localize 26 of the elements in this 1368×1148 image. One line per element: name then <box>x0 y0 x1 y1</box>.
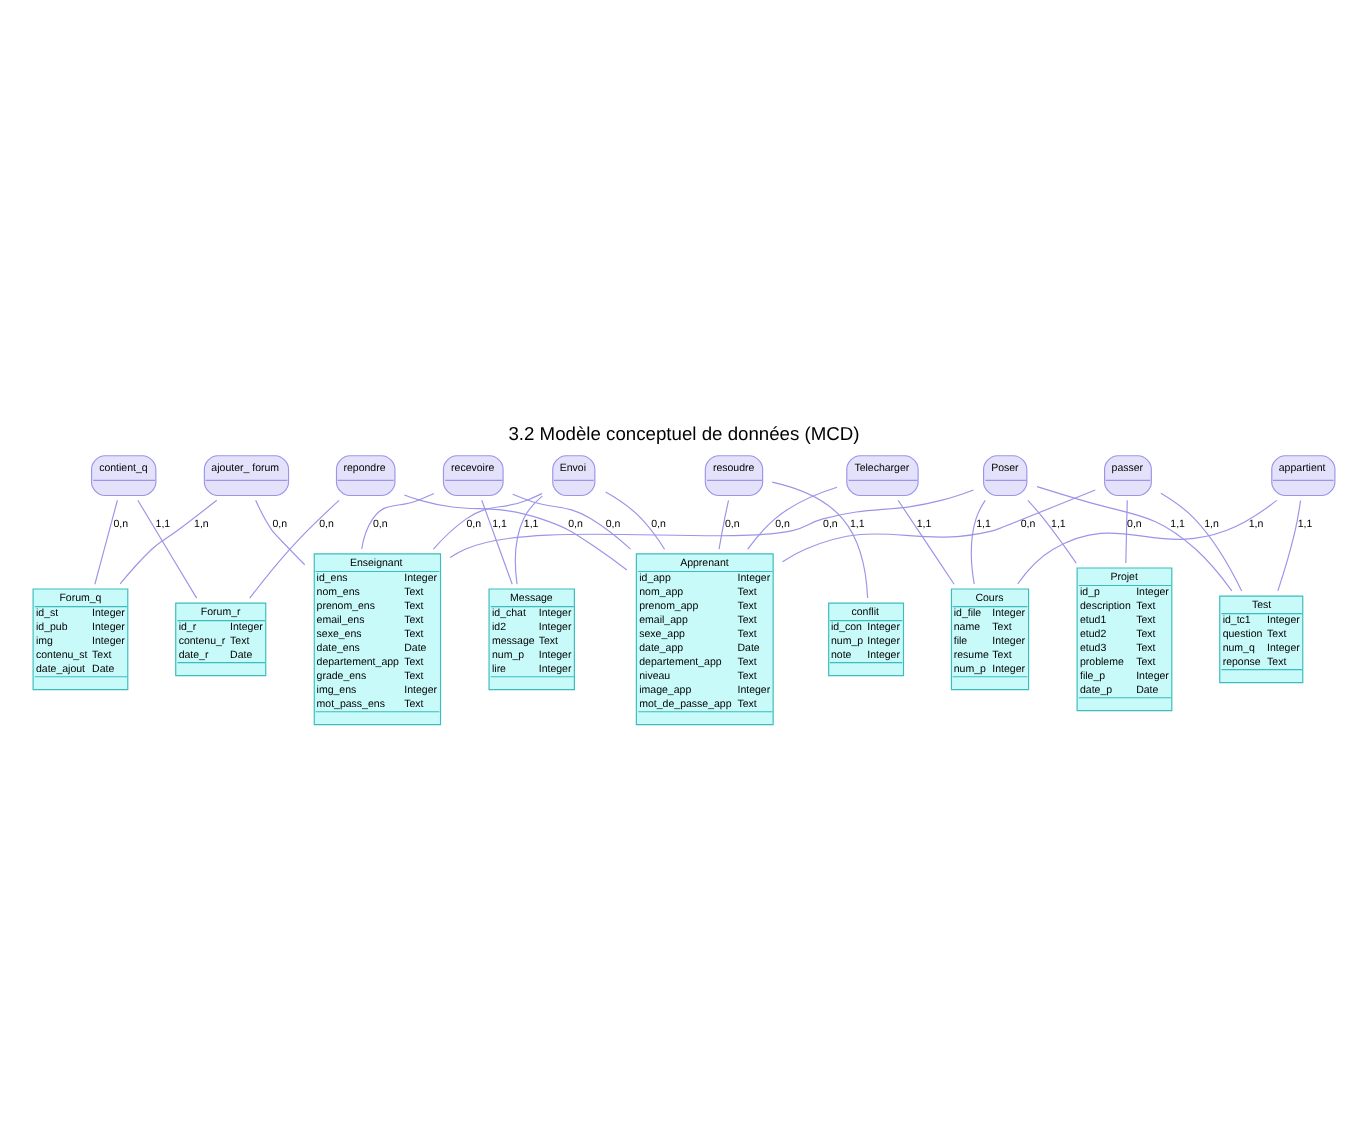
connector <box>514 494 543 584</box>
connector <box>747 485 838 549</box>
connector <box>361 492 435 549</box>
connector <box>94 498 118 584</box>
diagram-title: 3.2 Modèle conceptuel de données (MCD) <box>508 423 860 444</box>
connector <box>1036 485 1233 591</box>
connector <box>403 493 628 570</box>
connector <box>432 492 543 549</box>
connector <box>718 498 730 549</box>
connector <box>781 488 1096 562</box>
connector <box>481 498 513 584</box>
connector <box>1017 498 1278 584</box>
connector <box>970 498 986 584</box>
connector <box>512 492 632 549</box>
connector <box>449 488 975 558</box>
connector <box>249 498 340 598</box>
connector <box>1160 491 1243 591</box>
connector <box>771 480 869 598</box>
connector <box>1125 498 1128 563</box>
connector <box>119 498 218 584</box>
connector <box>137 498 198 598</box>
connector <box>255 498 306 565</box>
connector <box>1277 498 1302 591</box>
connector <box>605 490 666 549</box>
connector <box>1027 498 1077 563</box>
connector <box>897 498 955 584</box>
